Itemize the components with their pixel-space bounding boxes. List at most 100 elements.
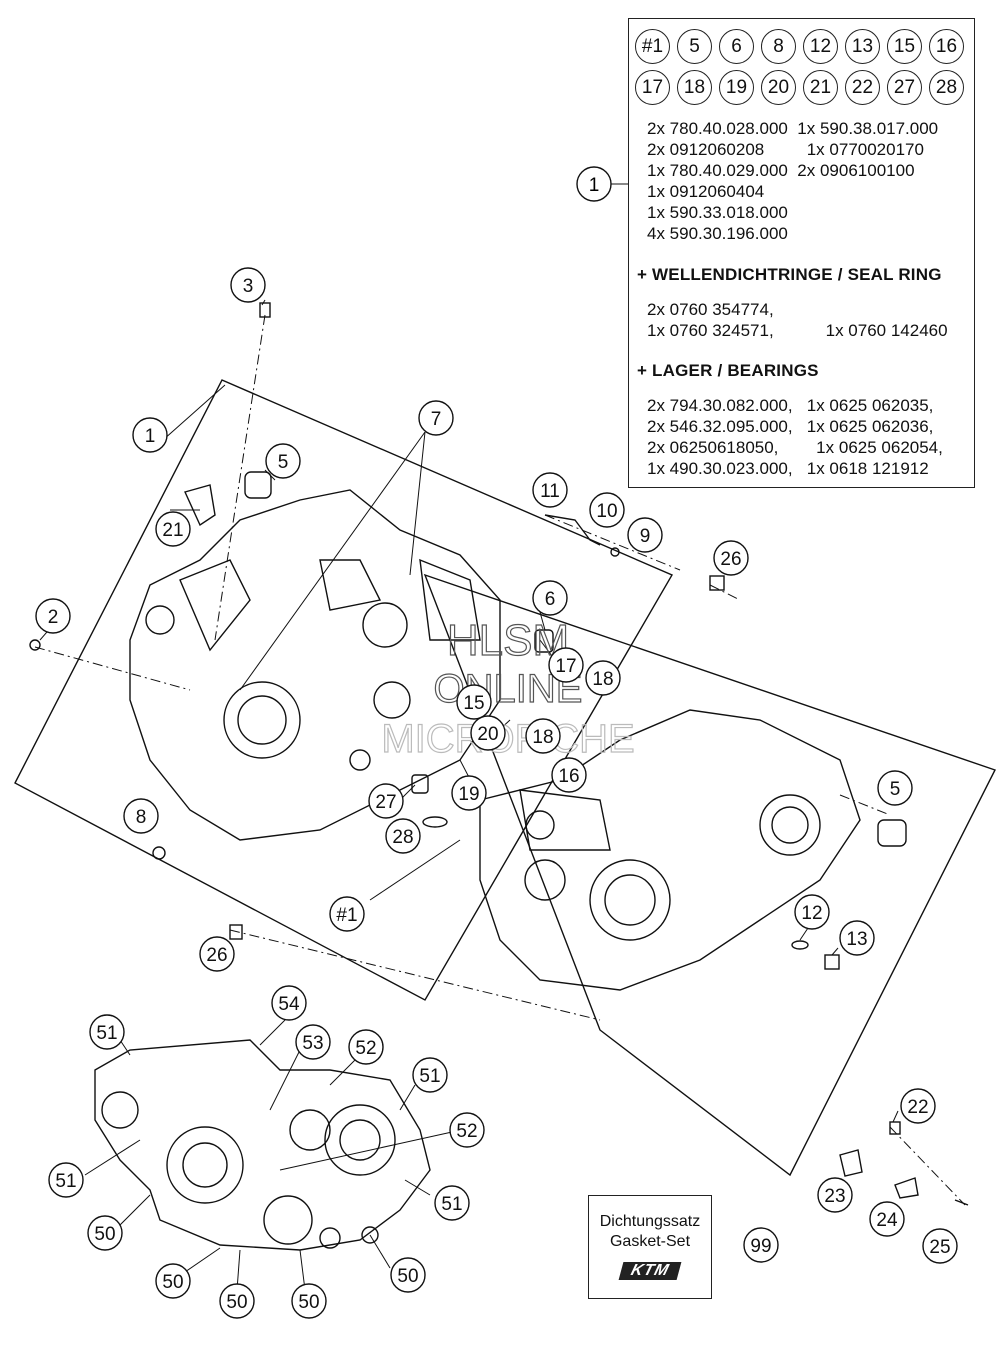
callout-label: 50 [94, 1224, 115, 1245]
callout-circle [348, 1029, 384, 1065]
callout-circle [922, 1228, 958, 1264]
callout-circle [794, 894, 830, 930]
callout-label: 1 [145, 426, 156, 447]
callout-circle [265, 443, 301, 479]
callout-label: 53 [302, 1033, 323, 1054]
callout-circle [87, 1215, 123, 1251]
watermark: HLSM ONLINE MICROFICHE [381, 615, 636, 761]
crankcase-bottom-view [94, 1039, 431, 1251]
part-list-line: 2x 794.30.082.000, 1x 0625 062035, [647, 396, 934, 415]
callout-circle [627, 517, 663, 553]
ktm-logo: KTM [618, 1262, 682, 1280]
callout-circle [295, 1024, 331, 1060]
main-item-callout-label: 1 [589, 175, 600, 196]
kit-part-list: 2x 780.40.028.000 1x 590.38.017.000 2x 09… [647, 118, 938, 244]
callout-circle [877, 770, 913, 806]
small-parts [29, 302, 969, 1206]
callout-circle [385, 818, 421, 854]
callout-circle [585, 660, 621, 696]
callout-label: 20 [477, 724, 498, 745]
callout-label: 26 [720, 549, 741, 570]
callout-label: 12 [801, 903, 822, 924]
part-number-pill: #1 [635, 29, 670, 64]
part-number-pill: 5 [677, 29, 712, 64]
callout-label: 52 [355, 1038, 376, 1059]
part-list-line: 1x 0760 324571, 1x 0760 142460 [647, 321, 948, 340]
callout-circle [434, 1185, 470, 1221]
callout-circle [525, 718, 561, 754]
callout-circle [155, 511, 191, 547]
watermark-line-3: MICROFICHE [381, 717, 634, 761]
main-item-callout-circle [576, 166, 612, 202]
callout-circle [368, 783, 404, 819]
callout-label: 3 [243, 276, 254, 297]
callout-circle [532, 472, 568, 508]
bearings-list: 2x 794.30.082.000, 1x 0625 062035,2x 546… [647, 395, 943, 479]
part-list-line: 2x 0760 354774, [647, 300, 774, 319]
callout-label: 19 [458, 784, 479, 805]
gasket-set-label-en: Gasket-Set [609, 1233, 691, 1250]
callout-label: 5 [890, 779, 901, 800]
gasket-set-label-de: Dichtungssatz [599, 1213, 701, 1230]
callout-label: 17 [555, 656, 576, 677]
part-number-pill: 27 [887, 70, 922, 105]
callout-circle [329, 896, 365, 932]
callout-label: 21 [162, 520, 183, 541]
callout-label: 11 [540, 481, 560, 502]
callout-circle [456, 684, 492, 720]
callout-label: 13 [846, 929, 867, 950]
gasket-set-box: Dichtungssatz Gasket-Set KTM [588, 1195, 712, 1299]
part-number-pill: 19 [719, 70, 754, 105]
callout-label: 50 [397, 1266, 418, 1287]
callout-label: 27 [375, 792, 396, 813]
part-number-pill: 6 [719, 29, 754, 64]
callout-label: 5 [278, 452, 289, 473]
lower-crankcase-half [479, 709, 861, 991]
callout-label: 50 [298, 1292, 319, 1313]
callout-circle [449, 1112, 485, 1148]
callout-label: 6 [545, 589, 556, 610]
callout-label: 99 [750, 1236, 771, 1257]
callout-circle [451, 775, 487, 811]
callout-label: 26 [206, 945, 227, 966]
callout-label: 8 [136, 807, 147, 828]
callout-label: 25 [929, 1237, 950, 1258]
part-number-pill: 13 [845, 29, 880, 64]
callout-circle [291, 1283, 327, 1319]
callout-label: 2 [48, 607, 59, 628]
callout-label: 23 [824, 1186, 845, 1207]
callout-circle [271, 985, 307, 1021]
callout-circle [199, 936, 235, 972]
upper-crankcase-half [129, 489, 501, 841]
callout-label: 50 [226, 1292, 247, 1313]
assembly-outline-upper [14, 379, 674, 1001]
callout-label: 18 [592, 669, 613, 690]
callout-label: 51 [419, 1066, 440, 1087]
part-number-pill: 21 [803, 70, 838, 105]
part-number-pill: 18 [677, 70, 712, 105]
callout-circle [48, 1162, 84, 1198]
part-list-line: 2x 780.40.028.000 1x 590.38.017.000 [647, 119, 939, 138]
part-list-line: 2x 0912060208 1x 0770020170 [647, 140, 924, 159]
callout-circle [551, 757, 587, 793]
part-number-pill: 22 [845, 70, 880, 105]
callout-label: 50 [162, 1272, 183, 1293]
callout-label: 51 [441, 1194, 462, 1215]
watermark-line-1: HLSM [447, 616, 569, 665]
part-number-pill: 8 [761, 29, 796, 64]
seal-ring-list: 2x 0760 354774, 1x 0760 324571, 1x 0760 1… [647, 299, 948, 341]
callout-label: 24 [876, 1210, 898, 1231]
callout-label: 51 [55, 1171, 76, 1192]
callout-label: 22 [907, 1097, 928, 1118]
callout-circle [412, 1057, 448, 1093]
part-list-line: 1x 590.33.018.000 [647, 203, 788, 222]
part-list-line: 2x 06250618050, 1x 0625 062054, [647, 438, 943, 457]
callout-circle [35, 598, 71, 634]
part-number-pill: 20 [761, 70, 796, 105]
callout-label: 51 [96, 1023, 117, 1044]
callout-circle [532, 580, 568, 616]
callout-circle [470, 715, 506, 751]
bearings-heading: + LAGER / BEARINGS [637, 361, 819, 380]
part-list-line: 1x 490.30.023.000, 1x 0618 121912 [647, 459, 929, 478]
part-list-line: 1x 780.40.029.000 2x 0906100100 [647, 161, 915, 180]
